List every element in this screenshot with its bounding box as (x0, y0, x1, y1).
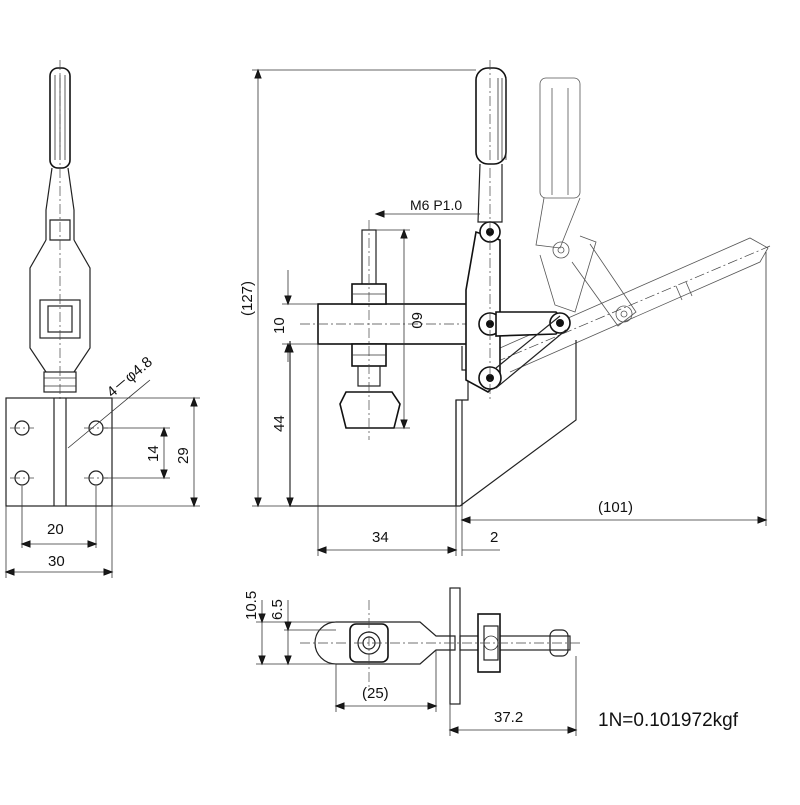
dim-60: 60 (408, 312, 425, 329)
holes-label: 4－φ4.8 (104, 353, 156, 401)
dim-30: 30 (48, 553, 65, 570)
dim-127: (127) (239, 281, 256, 316)
dim-6-5: 6.5 (269, 599, 286, 620)
dim-20: 20 (47, 521, 64, 538)
main-handle (475, 67, 507, 165)
dim-37-2: 37.2 (494, 709, 523, 726)
dim-10: 10 (271, 317, 288, 334)
top-view: 10.5 6.5 (25) 37.2 (243, 587, 580, 736)
spindle-tip (339, 391, 401, 429)
dim-25: (25) (362, 685, 389, 702)
dim-10-5: 10.5 (243, 591, 260, 620)
dim-101: (101) (598, 499, 633, 516)
side-view: M6 P1.0 60 (127) 10 44 34 (239, 60, 771, 556)
dim-2: 2 (490, 529, 498, 546)
thread-label: M6 P1.0 (410, 197, 462, 213)
dim-29: 29 (175, 447, 192, 464)
dim-14: 14 (145, 445, 162, 462)
dim-34: 34 (372, 529, 389, 546)
end-view: 4－φ4.8 20 30 14 29 (4, 60, 200, 578)
conversion-note: 1N=0.101972kgf (598, 710, 739, 731)
dim-44: 44 (271, 415, 288, 432)
arm-plan (314, 621, 456, 665)
base-plate (5, 397, 113, 507)
